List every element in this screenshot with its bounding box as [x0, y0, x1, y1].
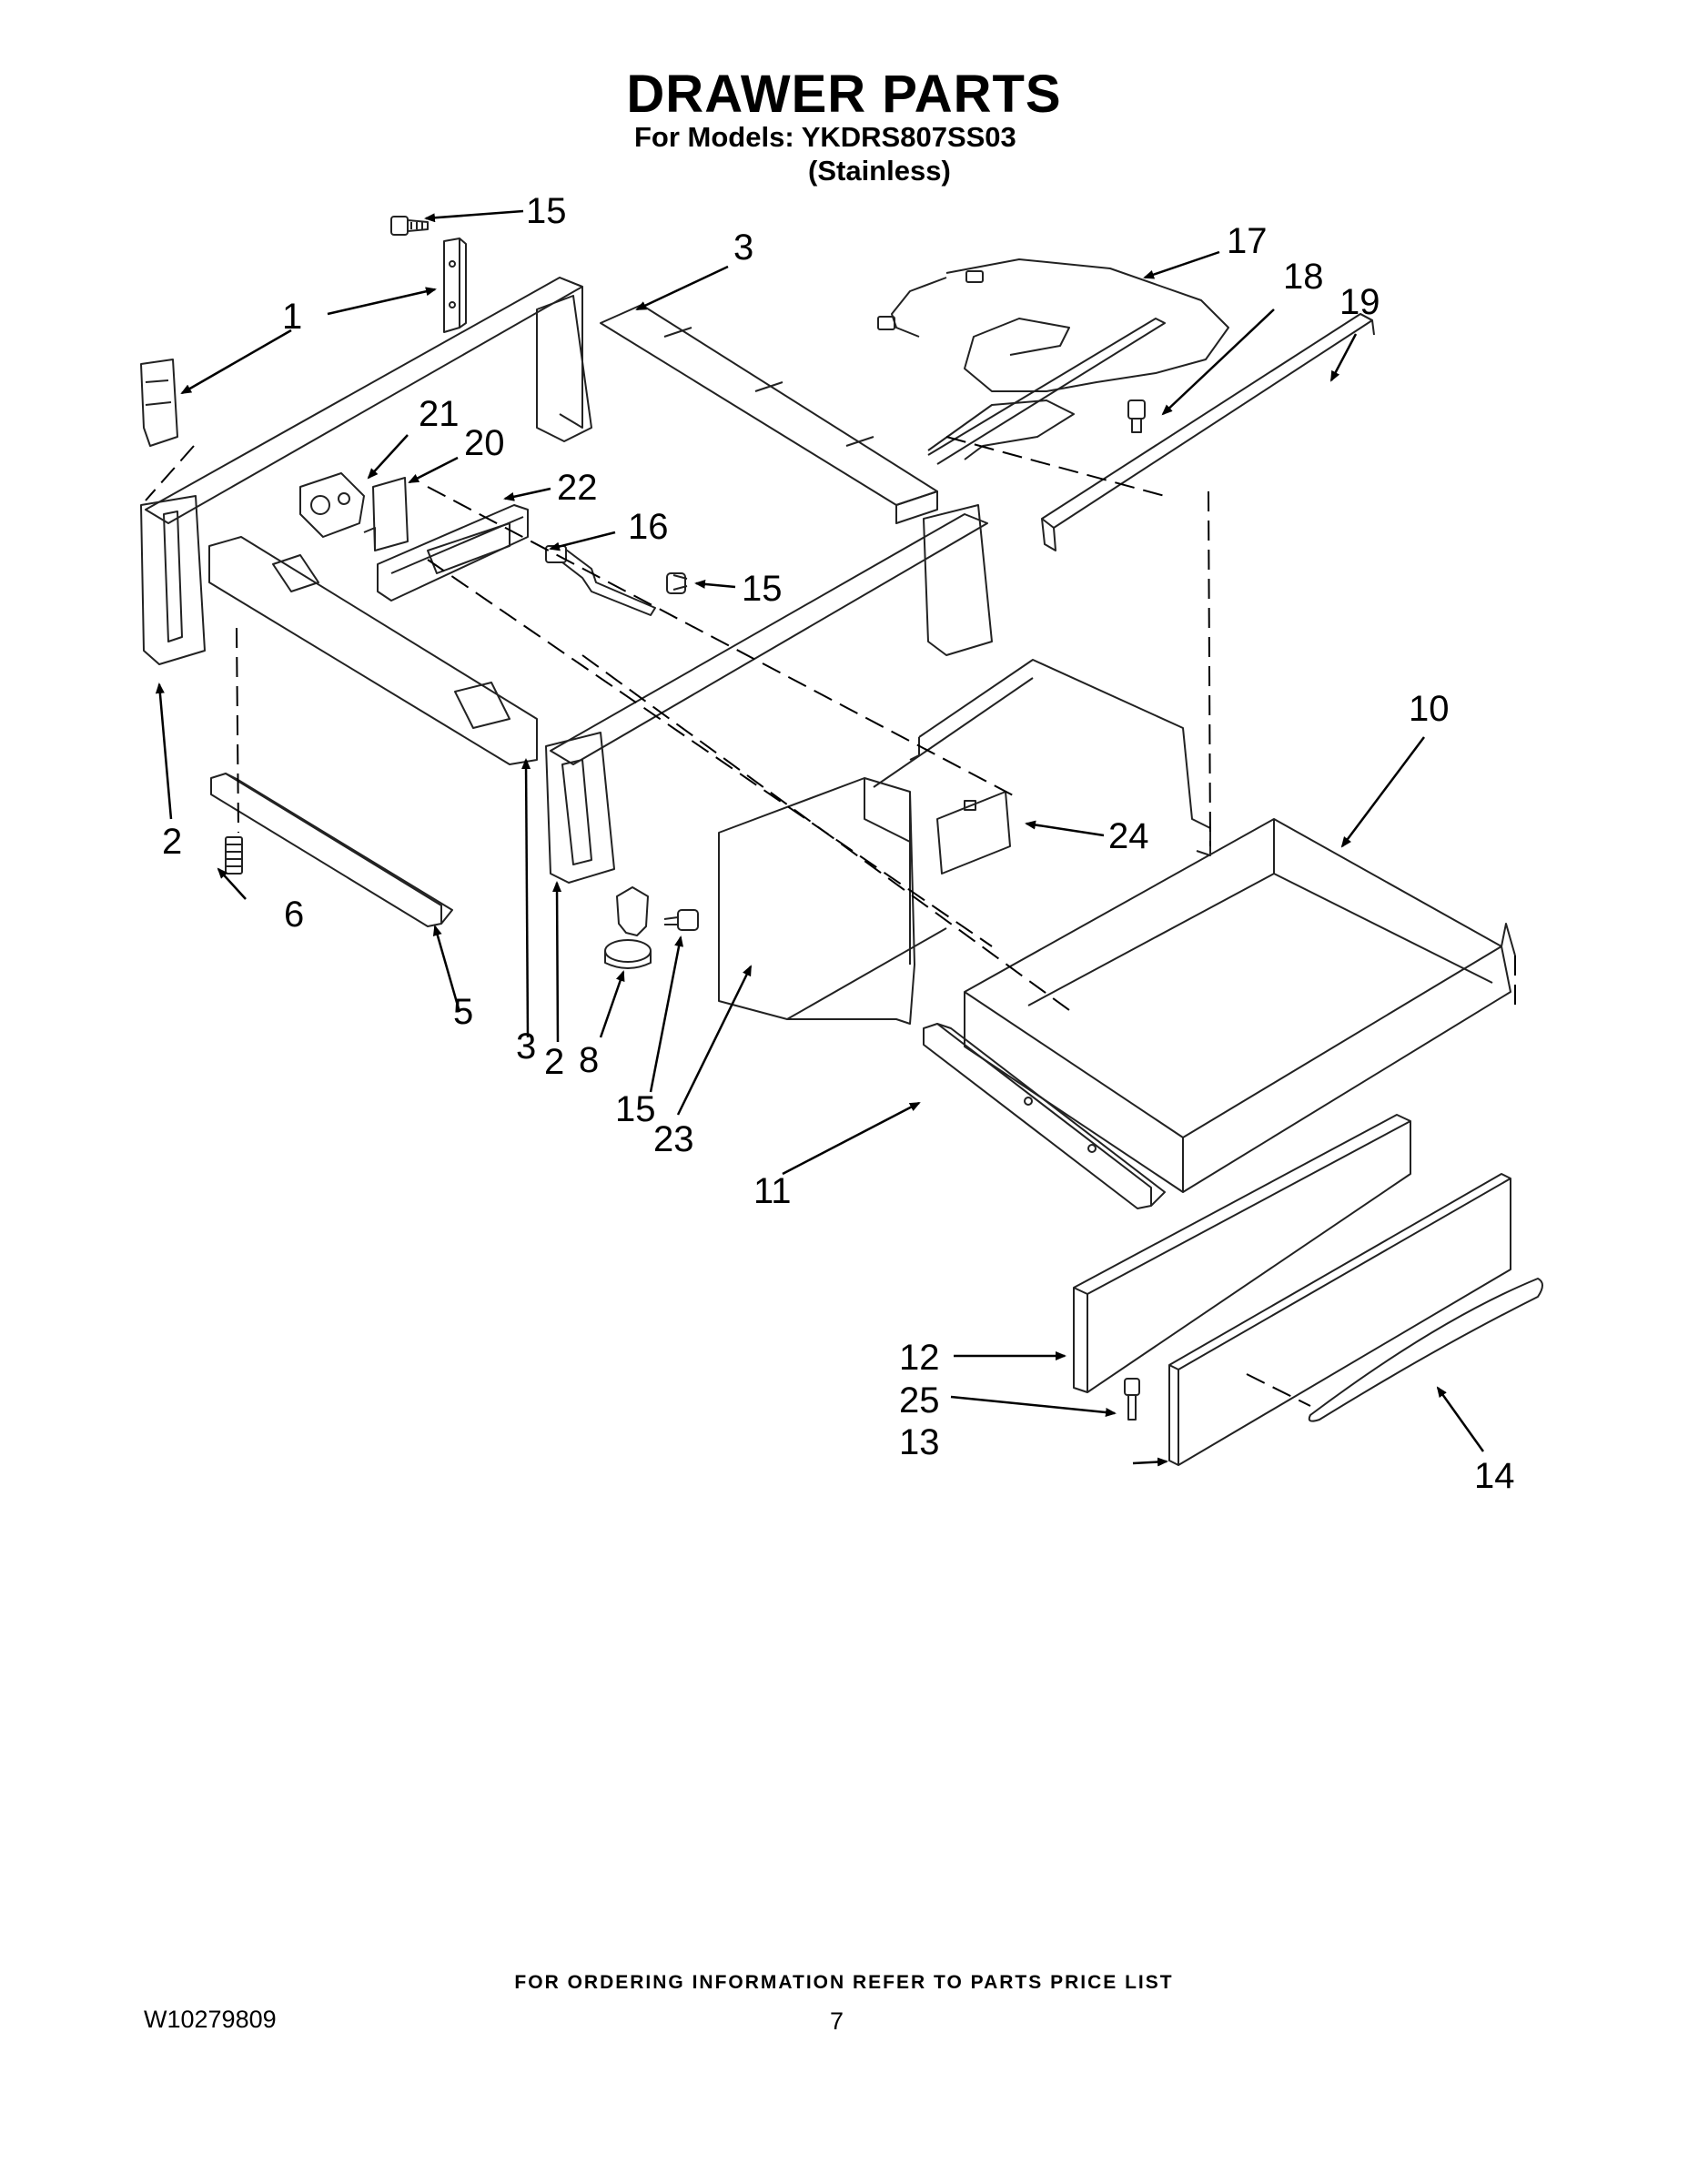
callout-25: 25 — [899, 1380, 940, 1421]
part-frame-left-side — [140, 495, 206, 665]
callout-3-bottom: 3 — [516, 1026, 536, 1067]
finish-line: (Stainless) — [808, 155, 951, 187]
page-number: 7 — [830, 2007, 844, 2035]
part-frame-front-rail — [208, 536, 538, 765]
callout-6: 6 — [284, 895, 304, 935]
callout-1: 1 — [282, 297, 302, 337]
callout-11: 11 — [753, 1171, 792, 1211]
callout-16: 16 — [628, 507, 669, 547]
part-screw-25 — [1124, 1378, 1140, 1421]
callout-5: 5 — [453, 992, 473, 1032]
part-bracket-24 — [936, 791, 1011, 875]
part-screw-18 — [1127, 399, 1146, 433]
part-sensor-16 — [545, 545, 656, 616]
part-inner-front-12 — [1073, 1114, 1411, 1393]
callout-23: 23 — [653, 1119, 694, 1159]
callout-8: 8 — [579, 1040, 599, 1080]
callout-15-bottom: 15 — [615, 1089, 656, 1129]
part-outer-front-13 — [1168, 1173, 1511, 1466]
models-line: For Models: YKDRS807SS03 — [634, 121, 1016, 153]
part-frame-back-rail — [145, 277, 592, 524]
callout-14: 14 — [1474, 1456, 1515, 1496]
part-strip-19 — [1041, 313, 1375, 551]
callout-24: 24 — [1108, 816, 1149, 856]
part-leveling-leg-6 — [225, 836, 243, 875]
callout-2-right: 2 — [544, 1042, 564, 1082]
part-leveler-8 — [604, 886, 652, 969]
callout-21: 21 — [419, 394, 460, 434]
part-drawer-pan-10 — [964, 818, 1516, 1193]
part-lower-rail-5 — [210, 773, 453, 927]
page-title: DRAWER PARTS — [626, 65, 1062, 124]
part-screw-15-top — [390, 216, 429, 236]
part-handle-14 — [1308, 1278, 1543, 1422]
callout-19: 19 — [1339, 282, 1380, 322]
callout-18: 18 — [1283, 257, 1324, 297]
callout-12: 12 — [899, 1338, 940, 1378]
ordering-note: FOR ORDERING INFORMATION REFER TO PARTS … — [514, 1972, 1174, 1993]
part-frame-right-rail — [545, 504, 993, 884]
part-hinge-plate — [140, 359, 178, 447]
part-rear-cross-plate — [600, 304, 938, 524]
part-screw-15-middle — [666, 572, 688, 594]
document-number: W10279809 — [144, 2006, 277, 2033]
callout-15-top: 15 — [526, 191, 567, 231]
part-bracket-1 — [443, 238, 467, 333]
part-slide-rail-11 — [923, 1023, 1166, 1209]
callout-3-top: 3 — [733, 228, 753, 268]
callout-22: 22 — [557, 468, 598, 508]
callout-15-middle: 15 — [742, 569, 783, 609]
callout-10: 10 — [1409, 689, 1450, 729]
part-screw-15-lower — [663, 909, 699, 931]
callout-13: 13 — [899, 1422, 940, 1462]
part-valve-21 — [299, 472, 365, 538]
callout-20: 20 — [464, 423, 505, 463]
part-bracket-20 — [363, 477, 409, 551]
callout-17: 17 — [1227, 221, 1268, 261]
part-heat-shield-22 — [377, 504, 529, 602]
callout-2-left: 2 — [162, 822, 182, 862]
